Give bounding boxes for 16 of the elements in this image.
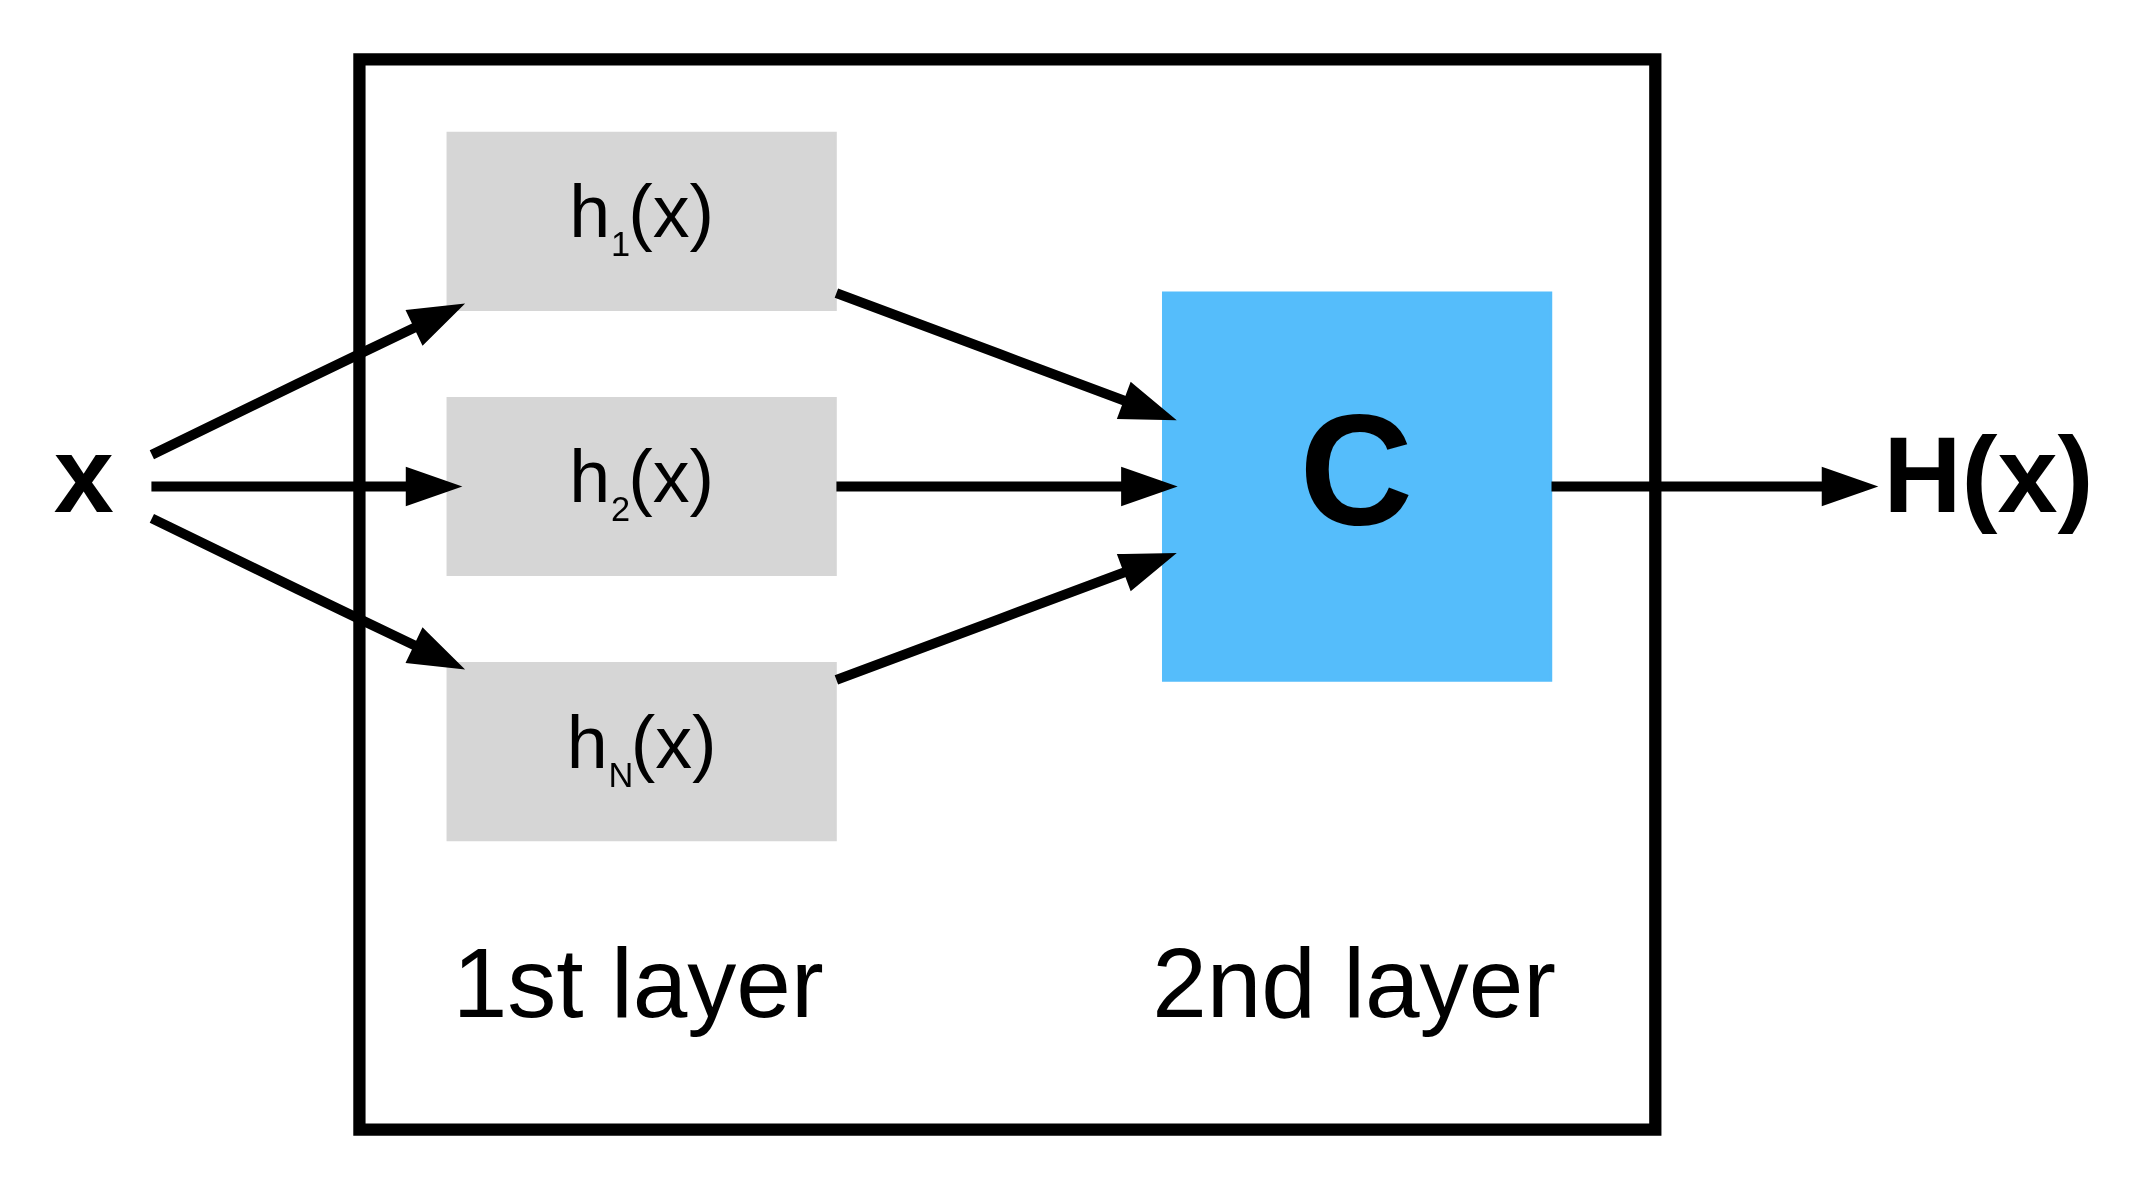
arrow [151, 466, 463, 506]
arrow [834, 288, 1177, 420]
cluster [353, 52, 1662, 1136]
node-text: H(x) [1883, 413, 2094, 535]
arrow [834, 552, 1177, 684]
node-box: h$_{1}$(x) [446, 131, 837, 311]
label: 2nd layer [1152, 927, 1556, 1038]
node-box: C [1162, 290, 1553, 682]
arrow [149, 513, 466, 669]
arrow [836, 466, 1178, 506]
label: 1st layer [452, 927, 824, 1038]
node-box: h$_{2}$(x) [446, 396, 837, 576]
node-box: h$_{N}$(x) [446, 661, 837, 841]
arrow [1551, 466, 1879, 506]
node-text: x [53, 413, 114, 535]
arrow [149, 303, 466, 459]
